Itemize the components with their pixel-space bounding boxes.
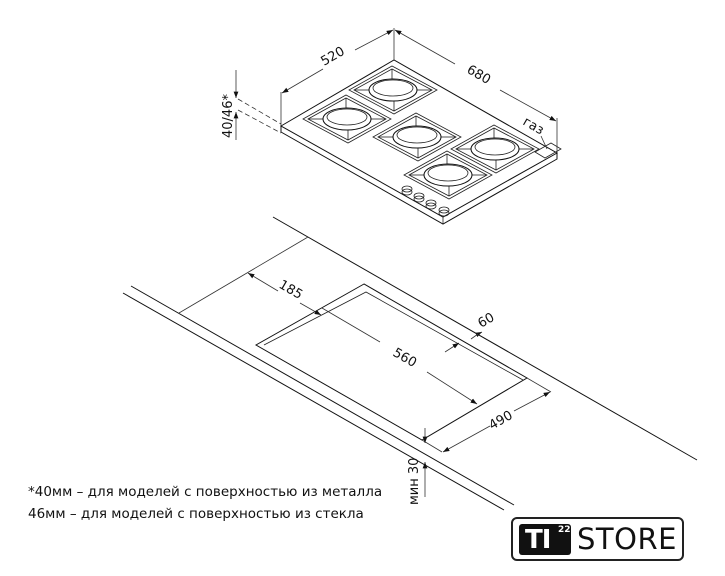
burner-grate — [403, 150, 493, 200]
dim-line-520 — [281, 68, 324, 94]
tistore-logo: TI 22 STORE — [511, 517, 684, 561]
dim-label-680: 680 — [464, 62, 493, 87]
burner — [372, 112, 462, 162]
countertop-back-edge — [272, 216, 698, 461]
dim-label-height: 40/46* — [221, 94, 236, 138]
control-knob — [401, 185, 413, 196]
dim-line-560 — [321, 307, 381, 343]
burner-cap — [423, 163, 473, 187]
burner-cap — [322, 107, 372, 131]
burner-cap — [470, 137, 520, 161]
dim-label-520: 520 — [319, 44, 348, 69]
burner — [403, 150, 493, 200]
gas-label: газ — [520, 114, 546, 138]
dim-line-185 — [247, 272, 279, 292]
logo-superscript: 22 — [558, 525, 571, 535]
dim-label-min-thickness: мин 30 — [407, 458, 422, 505]
logo-mark-text: TI — [525, 525, 551, 555]
dim-line-60 — [475, 331, 483, 338]
cutout-inner-edge — [263, 291, 524, 381]
countertop-front-edge-bottom — [122, 292, 505, 511]
dim-line-490 — [442, 425, 491, 453]
control-knob — [438, 206, 450, 217]
note-glass: 46мм – для моделей с поверхностью из сте… — [28, 506, 364, 522]
burner — [450, 124, 540, 174]
note-metal: *40мм – для моделей с поверхностью из ме… — [28, 484, 383, 500]
burner-grate — [372, 112, 462, 162]
burner-grate — [302, 94, 392, 144]
dim-label-490: 490 — [487, 408, 516, 433]
burner-cap — [368, 78, 418, 102]
burner — [302, 94, 392, 144]
control-knob — [425, 199, 437, 210]
dim-label-560: 560 — [390, 345, 419, 370]
dim-label-60: 60 — [476, 310, 498, 331]
dim-label-185: 185 — [276, 277, 305, 302]
burner-grate — [348, 65, 438, 115]
cutout-outline — [254, 283, 528, 441]
burner-grate — [450, 124, 540, 174]
hob-drawing — [279, 59, 562, 225]
burner-cap — [392, 125, 442, 149]
logo-mark: TI 22 — [519, 524, 571, 555]
cutout-dimensions: 185 560 60 490 мин 30 — [178, 236, 552, 505]
logo-word: STORE — [577, 522, 677, 556]
dim-line-680 — [394, 29, 456, 65]
burner — [348, 65, 438, 115]
control-knob — [413, 192, 425, 203]
countertop-front-edge-top — [130, 285, 515, 506]
